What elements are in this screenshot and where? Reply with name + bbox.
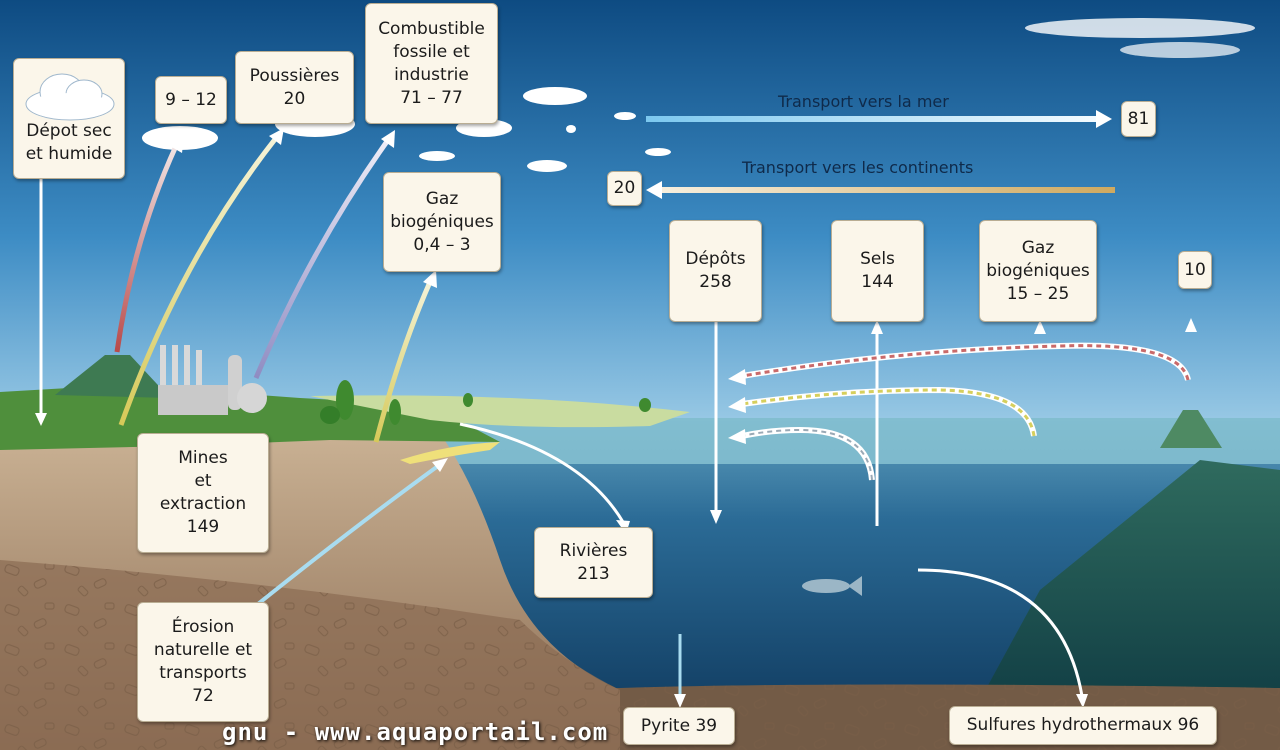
arrow-erosion: [246, 458, 448, 614]
arrow-transport-mer: [646, 110, 1112, 128]
arrow-poussieres: [118, 128, 284, 426]
label-volcan-air: 9 – 12: [155, 76, 227, 124]
label-gaz-biogeniques-mer: Gaz biogéniques 15 – 25: [979, 220, 1097, 322]
watermark: gnu - www.aquaportail.com: [222, 718, 609, 746]
label-mines: Mines et extraction 149: [137, 433, 269, 553]
label-sels: Sels 144: [831, 220, 924, 322]
trees: [320, 380, 651, 425]
arrow-depot-sec: [35, 172, 47, 426]
label-gaz-biogeniques-terre: Gaz biogéniques 0,4 – 3: [383, 172, 501, 272]
beach: [400, 442, 500, 464]
label-sulfures: Sulfures hydrothermaux 96: [949, 706, 1217, 745]
coastal-plain: [310, 395, 690, 428]
arrow-combustible: [253, 130, 395, 379]
label-transport-mer: Transport vers la mer: [778, 92, 949, 111]
arrow-sels: [871, 320, 883, 526]
label-erosion: Érosion naturelle et transports 72: [137, 602, 269, 722]
label-combustible: Combustible fossile et industrie 71 – 77: [365, 3, 498, 124]
land-grass: [0, 385, 500, 450]
arrow-gaz-mer: [1034, 320, 1046, 526]
arrow-dashed-yellow: [728, 386, 1037, 437]
arrow-pyrite: [674, 634, 686, 708]
arrow-transport-continents: [646, 181, 1115, 199]
label-poussieres: Poussières 20: [235, 51, 354, 124]
label-depots: Dépôts 258: [669, 220, 762, 322]
arrow-dashed-white: [728, 426, 875, 481]
arrow-volcan-mer: [1185, 318, 1197, 408]
fish-icon: [802, 576, 862, 596]
arrow-sulfures: [917, 568, 1088, 708]
cloud-icon: [25, 73, 115, 121]
value-transport-continents: 20: [607, 171, 642, 206]
arrow-volcano-air: [114, 136, 184, 353]
sky: [0, 0, 1280, 430]
label-rivieres: Rivières 213: [534, 527, 653, 598]
arrow-dashed-red: [728, 342, 1191, 385]
sea-volcano: [1160, 410, 1222, 448]
factory-icon: [158, 345, 267, 415]
land-volcano: [55, 355, 170, 398]
label-volcan-mer: 10: [1178, 251, 1212, 289]
arrow-gaz-terre: [373, 270, 437, 443]
label-transport-continents: Transport vers les continents: [742, 158, 974, 177]
arrow-depots: [710, 322, 722, 524]
value-transport-mer: 81: [1121, 101, 1156, 137]
label-pyrite: Pyrite 39: [623, 707, 735, 745]
underwater-volcano: [980, 460, 1280, 700]
